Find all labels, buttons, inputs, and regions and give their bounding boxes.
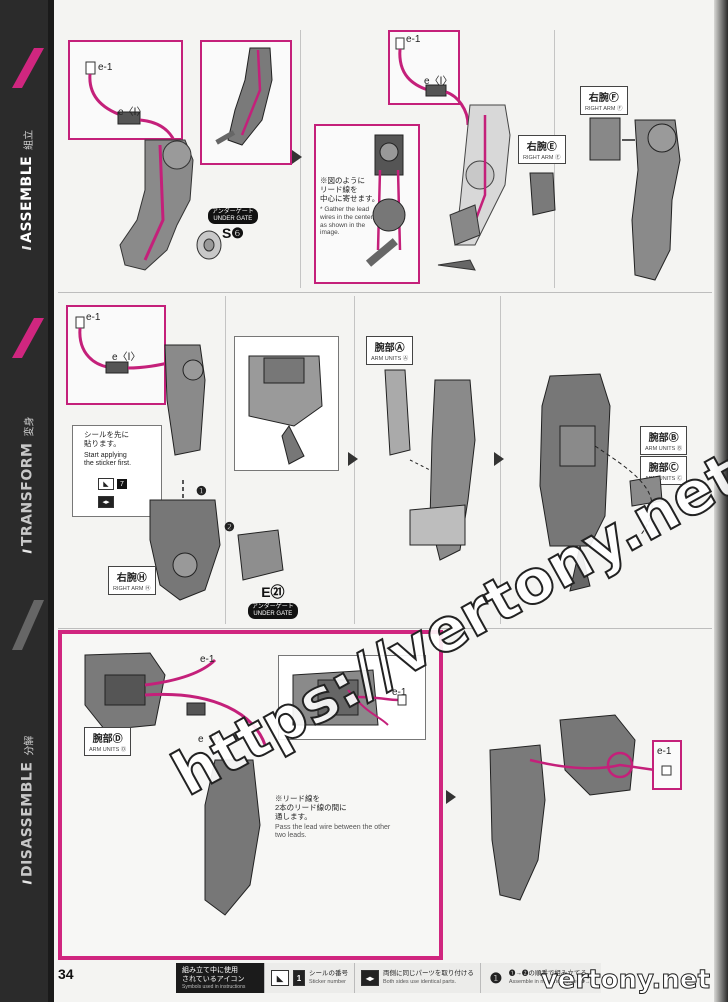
gather-wires-note-jp: ※図のように リード線を 中心に寄せます。 bbox=[320, 176, 380, 203]
hatch-icon: //// bbox=[20, 552, 34, 554]
symbols-legend: 組み立て中に使用 されているアイコン Symbols used in instr… bbox=[176, 963, 602, 993]
wire-pass-closeup-diagram bbox=[292, 669, 407, 726]
wire-connector-diagram bbox=[395, 37, 470, 126]
arm-part-e-diagram bbox=[529, 172, 556, 216]
section-label-transform: //// TRANSFORM 変身 bbox=[19, 416, 35, 554]
page-binding-edge bbox=[714, 0, 728, 1002]
row-divider bbox=[58, 292, 712, 293]
arm-unit-a-diagram bbox=[384, 369, 476, 561]
wire-label-eI: e〈Ⅰ〉 bbox=[424, 76, 453, 87]
arm-unit-b-tag: 腕部Ⓑ ARM UNITS Ⓑ bbox=[640, 426, 688, 455]
section-label-assemble: //// ASSEMBLE 組立 bbox=[19, 129, 35, 251]
hatch-icon: //// bbox=[20, 248, 34, 251]
section-label-disassemble: //// DISASSEMBLE 分解 bbox=[19, 735, 35, 885]
sticker-note-box bbox=[72, 425, 162, 517]
step-1-marker: ❶ bbox=[196, 484, 207, 498]
next-step-arrow-icon bbox=[494, 452, 504, 466]
wire-plug-icon bbox=[661, 765, 672, 776]
arm-assembly-diagram bbox=[149, 344, 221, 601]
gather-wires-note-en: * Gather the lead wires in the center, a… bbox=[320, 206, 375, 237]
disassemble-arm-diagram bbox=[84, 652, 267, 916]
pink-slash-mark bbox=[12, 48, 44, 88]
both-sides-icon: ◂▸ bbox=[361, 970, 379, 986]
wire-label-e1: e-1 bbox=[86, 312, 101, 323]
next-step-arrow-icon bbox=[292, 150, 302, 164]
right-arm-assembled-diagram bbox=[589, 117, 681, 281]
wire-detail-box bbox=[652, 740, 682, 790]
next-step-arrow-icon bbox=[348, 452, 358, 466]
hatch-icon: //// bbox=[20, 883, 34, 885]
wire-label-eI: e〈Ⅰ〉 bbox=[198, 734, 227, 745]
right-arm-h-tag: 右腕Ⓗ RIGHT ARM Ⓗ bbox=[108, 566, 156, 595]
watermark-small: vertony.net bbox=[540, 965, 710, 996]
arm-unit-a-tag: 腕部Ⓐ ARM UNITS Ⓐ bbox=[366, 336, 414, 365]
sticker-note-en: Start applying the sticker first. bbox=[84, 452, 132, 468]
disassembled-arm-diagram bbox=[489, 714, 656, 901]
arm-unit-d-tag: 腕部Ⓓ ARM UNITS Ⓓ bbox=[84, 727, 132, 756]
detail-closeup-box bbox=[200, 40, 292, 165]
sticker-icon: ◣ bbox=[98, 478, 114, 490]
pink-slash-mark bbox=[12, 318, 44, 358]
section-sidebar bbox=[0, 0, 54, 1002]
wire-label-e1: e-1 bbox=[392, 687, 407, 698]
pass-wire-note-en: Pass the lead wire between the other two… bbox=[275, 824, 391, 840]
legend-title: 組み立て中に使用 されているアイコン Symbols used in instr… bbox=[176, 963, 264, 993]
both-sides-icon: ◂▸ bbox=[98, 496, 114, 508]
arm-part-diagram bbox=[119, 139, 222, 271]
sticker-icon: ◣ bbox=[271, 970, 289, 986]
wire-routing-diagram bbox=[365, 134, 406, 267]
sticker-note-jp: シールを先に 貼ります。 bbox=[84, 430, 129, 448]
wire-label-e1: e-1 bbox=[200, 654, 215, 665]
page-number: 34 bbox=[58, 966, 74, 982]
closeup-part-diagram bbox=[248, 355, 323, 465]
sticker-number: ◣ 7 bbox=[98, 478, 127, 490]
closeup-part-diagram bbox=[215, 47, 273, 146]
arm-plate-diagram bbox=[237, 529, 284, 581]
grey-slash-mark bbox=[12, 600, 44, 650]
arm-part-diagram bbox=[437, 104, 511, 271]
wire-label-e1: e-1 bbox=[406, 34, 421, 45]
right-arm-e-tag: 右腕Ⓔ RIGHT ARM Ⓔ bbox=[518, 135, 566, 164]
step-2-marker: ❷ bbox=[224, 520, 235, 534]
row-divider bbox=[58, 628, 712, 629]
wire-label-eI: e〈Ⅰ〉 bbox=[112, 352, 141, 363]
right-arm-f-tag: 右腕Ⓕ RIGHT ARM Ⓕ bbox=[580, 86, 628, 115]
step-divider bbox=[225, 296, 226, 624]
next-step-arrow-icon bbox=[446, 790, 456, 804]
both-sides-indicator: ◂▸ bbox=[98, 496, 114, 508]
wire-label-e1: e-1 bbox=[657, 746, 672, 757]
pass-wire-note-jp: ※リード線を 2本のリード線の間に 通します。 bbox=[275, 794, 347, 821]
arm-unit-bc-diagram bbox=[539, 373, 663, 592]
wire-label-e1: e-1 bbox=[98, 62, 113, 73]
wire-label-eI: e〈Ⅰ〉 bbox=[118, 107, 147, 118]
